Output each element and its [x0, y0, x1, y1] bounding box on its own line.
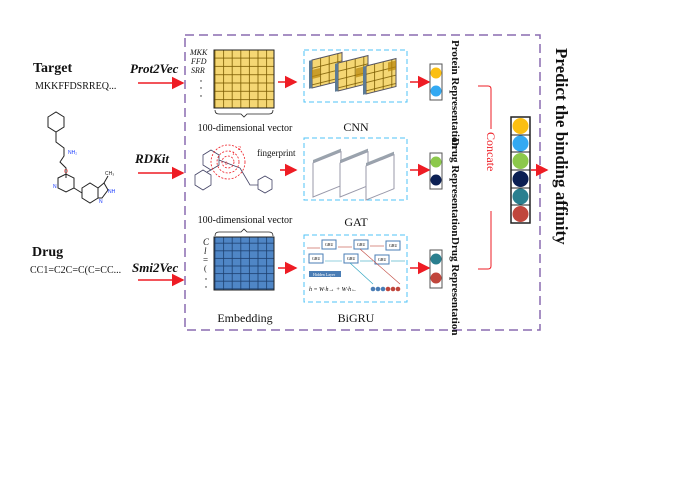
svg-text:GRU: GRU: [325, 242, 334, 247]
svg-text:N: N: [53, 184, 57, 190]
svg-text:NH: NH: [108, 189, 116, 195]
brace: [214, 109, 274, 118]
smiles-token: C: [203, 237, 210, 247]
drug-smiles-representation-vector: [429, 249, 443, 289]
drug-representation-label: Drug Representation: [449, 138, 461, 236]
gat-module: [303, 137, 408, 201]
prediction-label: Predict the binding affinity: [552, 48, 571, 245]
rep-circle: [430, 272, 442, 284]
gat-graph-layers: [312, 148, 395, 201]
smiles-token: =: [203, 255, 208, 265]
vector-label-top: 100-dimensional vector: [198, 123, 293, 134]
bigru-module: [303, 234, 408, 303]
protein-representation-label: Protein Representation: [449, 40, 461, 149]
hidden-layer-label: Hidden Layer: [313, 272, 336, 277]
svg-text:N: N: [99, 199, 103, 205]
smiles-token: l: [204, 246, 207, 256]
bigru-cells: GRU GRU GRU GRU GRU GRU Hidden Layer h =…: [307, 239, 405, 293]
ellipsis-dots: [200, 80, 202, 97]
vector-label-mid: 100-dimensional vector: [198, 215, 293, 226]
svg-text:GRU: GRU: [357, 242, 366, 247]
rep-circle: [430, 253, 442, 265]
rep-circle: [430, 156, 442, 168]
svg-text:0: 0: [225, 162, 228, 167]
rep-circle: [430, 67, 442, 79]
model-frame: [184, 34, 541, 331]
concate-label: Concate: [484, 132, 498, 171]
svg-text:GRU: GRU: [389, 243, 398, 248]
svg-text:1: 1: [232, 152, 235, 157]
ellipsis-dots: [205, 278, 207, 288]
gat-label: GAT: [344, 215, 368, 229]
target-label: Target: [33, 61, 72, 76]
rdkit-label: RDKit: [134, 151, 169, 166]
svg-text:GRU: GRU: [378, 257, 387, 262]
embedding-label: Embedding: [217, 311, 272, 325]
bigru-label: BiGRU: [338, 311, 375, 325]
drug-representation-label: Drug Representation: [449, 237, 461, 335]
protein-embedding-grid: [213, 49, 275, 109]
smiles-token: (: [204, 264, 207, 273]
prot2vec-label: Prot2Vec: [130, 61, 179, 76]
drug-label: Drug: [32, 245, 63, 260]
smiles-embedding-grid: [213, 236, 275, 291]
svg-text:CH₃: CH₃: [105, 171, 114, 177]
svg-text:2: 2: [238, 146, 241, 152]
smi2vec-label: Smi2Vec: [132, 260, 178, 275]
rep-circle: [430, 85, 442, 97]
molecule-structure-image: NH₂ O N CH₃ NH N: [47, 111, 116, 205]
cnn-module: [303, 49, 408, 103]
drug-graph-representation-vector: [429, 152, 443, 190]
fingerprint-label: fingerprint: [257, 148, 296, 158]
target-sequence: MKKFFDSRREQ...: [35, 81, 116, 92]
svg-text:h = W·h→ + W·h←: h = W·h→ + W·h←: [309, 287, 357, 293]
cnn-label: CNN: [343, 120, 369, 134]
concat-bracket: [478, 85, 492, 270]
fingerprint-molecule-image: 0 1 2: [194, 144, 273, 194]
svg-text:O: O: [64, 169, 68, 175]
combined-circles: [511, 118, 530, 222]
cnn-feature-maps: [309, 51, 397, 95]
svg-text:GRU: GRU: [347, 256, 356, 261]
brace: [214, 228, 274, 237]
svg-text:GRU: GRU: [312, 256, 321, 261]
protein-token: MKK: [189, 48, 208, 57]
svg-text:NH₂: NH₂: [68, 150, 77, 156]
rep-circle: [430, 174, 442, 186]
protein-token: SRR: [191, 66, 205, 75]
protein-token: FFD: [190, 57, 207, 66]
protein-representation-vector: [429, 63, 443, 101]
drug-smiles: CC1=C2C=C(C=CC...: [30, 265, 121, 276]
